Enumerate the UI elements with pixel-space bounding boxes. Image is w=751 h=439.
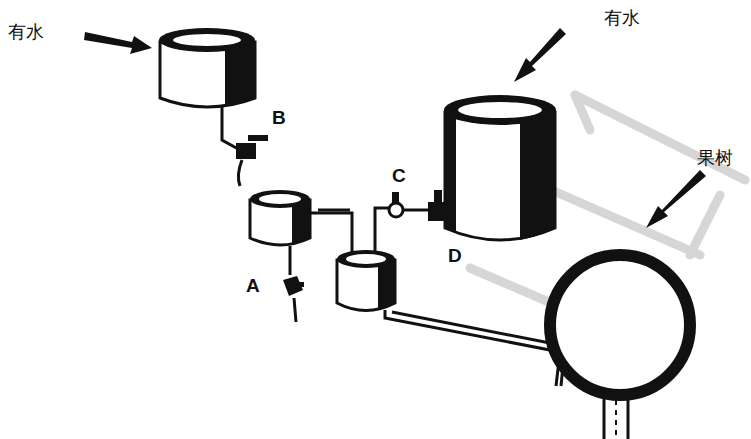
- valve-label: B: [272, 108, 286, 129]
- small-tank: [337, 250, 395, 311]
- fruit-tree: [550, 255, 690, 439]
- pipe: [385, 310, 565, 386]
- pipe: [310, 208, 392, 255]
- upper-tank: [159, 28, 255, 107]
- valve-label: A: [246, 276, 260, 297]
- leader-arrows: [84, 28, 706, 228]
- large-tank: [444, 95, 556, 240]
- valve-a: [283, 276, 304, 296]
- tree-label: 果树: [697, 148, 733, 168]
- valve-b: [236, 135, 268, 159]
- valve-c: [389, 192, 403, 217]
- water-label: 有水: [8, 22, 44, 42]
- small-tank: [250, 190, 310, 245]
- valve-label: C: [392, 166, 406, 187]
- water-label: 有水: [604, 8, 640, 28]
- valve-label: D: [448, 246, 462, 267]
